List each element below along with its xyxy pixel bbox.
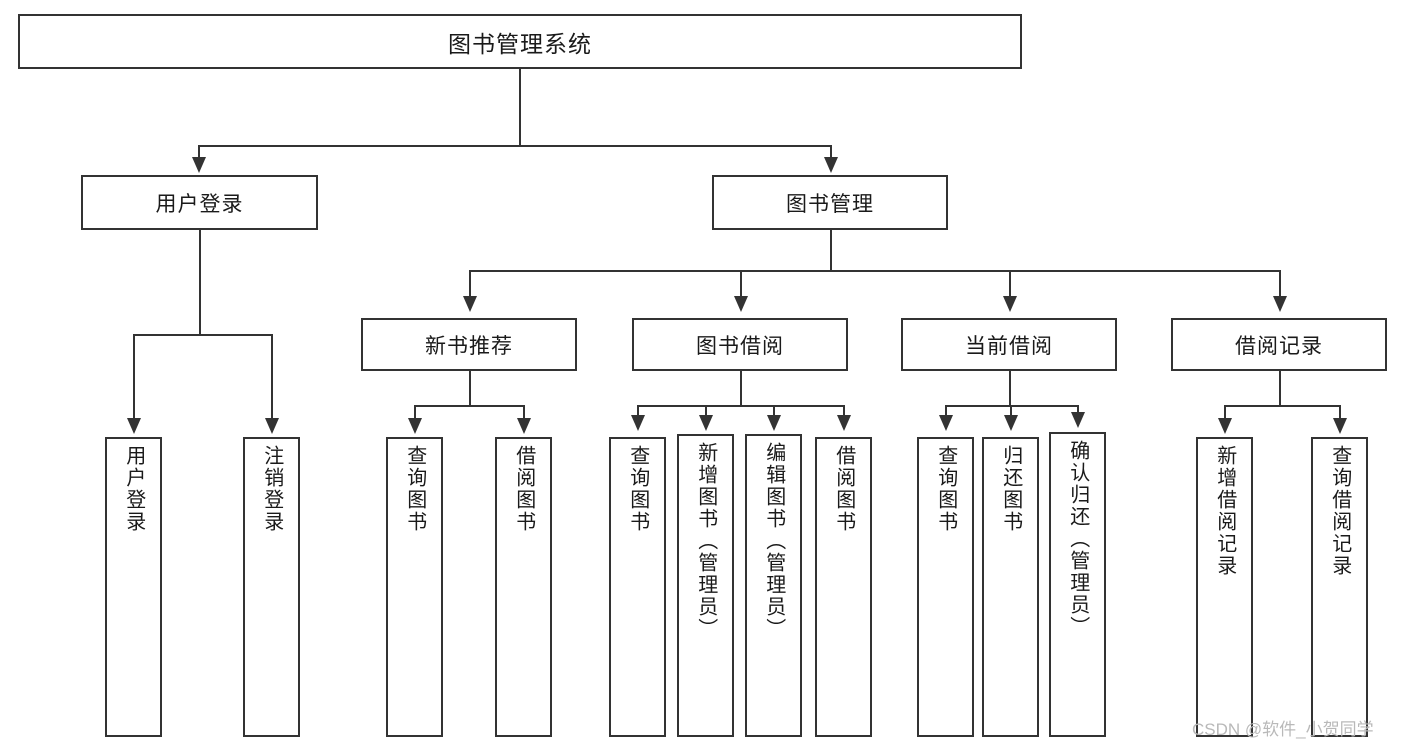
connector-user-login-leaf2 bbox=[271, 334, 273, 424]
arrow-current-borrow-leaf2-icon bbox=[1004, 415, 1018, 431]
arrow-root-to-book-management-icon bbox=[824, 157, 838, 173]
node-borrow-records[interactable]: 借阅记录 bbox=[1171, 318, 1387, 371]
node-current-borrow[interactable]: 当前借阅 bbox=[901, 318, 1117, 371]
connector-bm-to-current-borrow bbox=[1009, 270, 1011, 302]
connector-current-borrow-bus bbox=[945, 405, 1079, 407]
node-new-book-recommend[interactable]: 新书推荐 bbox=[361, 318, 577, 371]
arrow-book-borrow-leaf2-icon bbox=[699, 415, 713, 431]
connector-user-login-trunk bbox=[199, 230, 201, 335]
leaf-label: 确认归还（管理员） bbox=[1066, 440, 1089, 638]
leaf-borrow-records-query-record[interactable]: 查询借阅记录 bbox=[1311, 437, 1368, 737]
leaf-label: 编辑图书（管理员） bbox=[762, 442, 785, 640]
arrow-user-login-leaf2-icon bbox=[265, 418, 279, 434]
leaf-label: 注销登录 bbox=[260, 445, 283, 533]
arrow-bm-to-current-borrow-icon bbox=[1003, 296, 1017, 312]
node-label: 图书管理系统 bbox=[448, 30, 592, 57]
connector-root-bus bbox=[198, 145, 831, 147]
connector-book-borrow-trunk bbox=[740, 371, 742, 407]
connector-root-to-book-management bbox=[830, 145, 832, 163]
leaf-label: 查询图书 bbox=[403, 445, 426, 533]
leaf-label: 借阅图书 bbox=[512, 445, 535, 533]
leaf-label: 用户登录 bbox=[122, 445, 145, 533]
arrow-borrow-records-leaf1-icon bbox=[1218, 418, 1232, 434]
leaf-book-borrow-query-book[interactable]: 查询图书 bbox=[609, 437, 666, 737]
node-label: 图书借阅 bbox=[696, 334, 784, 358]
connector-root-trunk bbox=[519, 69, 521, 145]
node-label: 新书推荐 bbox=[425, 334, 513, 358]
node-root-book-management-system[interactable]: 图书管理系统 bbox=[18, 14, 1022, 69]
node-user-login[interactable]: 用户登录 bbox=[81, 175, 318, 230]
leaf-book-borrow-edit-book-admin[interactable]: 编辑图书（管理员） bbox=[745, 434, 802, 737]
node-label: 当前借阅 bbox=[965, 334, 1053, 358]
leaf-current-borrow-return-book[interactable]: 归还图书 bbox=[982, 437, 1039, 737]
connector-bm-to-new-book bbox=[469, 270, 471, 302]
arrow-user-login-leaf1-icon bbox=[127, 418, 141, 434]
leaf-borrow-records-add-record[interactable]: 新增借阅记录 bbox=[1196, 437, 1253, 737]
connector-new-book-bus bbox=[414, 405, 525, 407]
arrow-borrow-records-leaf2-icon bbox=[1333, 418, 1347, 434]
leaf-new-book-borrow-book[interactable]: 借阅图书 bbox=[495, 437, 552, 737]
connector-new-book-leaf1 bbox=[414, 405, 416, 424]
node-label: 用户登录 bbox=[155, 192, 244, 216]
connector-borrow-records-bus bbox=[1224, 405, 1341, 407]
arrow-current-borrow-leaf1-icon bbox=[939, 415, 953, 431]
arrow-new-book-leaf1-icon bbox=[408, 418, 422, 434]
node-book-management[interactable]: 图书管理 bbox=[712, 175, 948, 230]
connector-borrow-records-trunk bbox=[1279, 371, 1281, 407]
connector-current-borrow-leaf2 bbox=[1010, 405, 1012, 424]
connector-new-book-leaf2 bbox=[523, 405, 525, 424]
connector-user-login-leaf1 bbox=[133, 334, 135, 424]
leaf-label: 查询借阅记录 bbox=[1328, 445, 1351, 577]
leaf-user-login-login[interactable]: 用户登录 bbox=[105, 437, 162, 737]
node-book-borrow[interactable]: 图书借阅 bbox=[632, 318, 848, 371]
leaf-label: 查询图书 bbox=[934, 445, 957, 533]
connector-book-management-trunk bbox=[830, 230, 832, 272]
leaf-current-borrow-query-book[interactable]: 查询图书 bbox=[917, 437, 974, 737]
leaf-new-book-query-book[interactable]: 查询图书 bbox=[386, 437, 443, 737]
connector-borrow-records-leaf2 bbox=[1339, 405, 1341, 424]
arrow-book-borrow-leaf1-icon bbox=[631, 415, 645, 431]
connector-current-borrow-leaf1 bbox=[945, 405, 947, 424]
connector-book-borrow-leaf4 bbox=[843, 405, 845, 424]
arrow-new-book-leaf2-icon bbox=[517, 418, 531, 434]
leaf-current-borrow-confirm-return-admin[interactable]: 确认归还（管理员） bbox=[1049, 432, 1106, 737]
leaf-label: 归还图书 bbox=[999, 445, 1022, 533]
arrow-book-borrow-leaf3-icon bbox=[767, 415, 781, 431]
leaf-book-borrow-borrow-book[interactable]: 借阅图书 bbox=[815, 437, 872, 737]
arrow-bm-to-new-book-icon bbox=[463, 296, 477, 312]
connector-borrow-records-leaf1 bbox=[1224, 405, 1226, 424]
arrow-bm-to-book-borrow-icon bbox=[734, 296, 748, 312]
leaf-user-login-logout[interactable]: 注销登录 bbox=[243, 437, 300, 737]
arrow-root-to-user-login-icon bbox=[192, 157, 206, 173]
connector-book-borrow-leaf1 bbox=[637, 405, 639, 424]
leaf-label: 查询图书 bbox=[626, 445, 649, 533]
connector-bm-to-book-borrow bbox=[740, 270, 742, 302]
connector-book-borrow-leaf2 bbox=[705, 405, 707, 424]
connector-book-management-bus bbox=[469, 270, 1281, 272]
node-label: 图书管理 bbox=[786, 192, 874, 216]
arrow-book-borrow-leaf4-icon bbox=[837, 415, 851, 431]
connector-current-borrow-trunk bbox=[1009, 371, 1011, 407]
leaf-label: 借阅图书 bbox=[832, 445, 855, 533]
node-label: 借阅记录 bbox=[1235, 334, 1323, 358]
connector-bm-to-borrow-records bbox=[1279, 270, 1281, 302]
arrow-bm-to-borrow-records-icon bbox=[1273, 296, 1287, 312]
leaf-label: 新增借阅记录 bbox=[1213, 445, 1236, 577]
connector-book-borrow-bus bbox=[637, 405, 844, 407]
connector-book-borrow-leaf3 bbox=[773, 405, 775, 424]
leaf-book-borrow-add-book-admin[interactable]: 新增图书（管理员） bbox=[677, 434, 734, 737]
leaf-label: 新增图书（管理员） bbox=[694, 442, 717, 640]
connector-new-book-trunk bbox=[469, 371, 471, 407]
connector-root-to-user-login bbox=[198, 145, 200, 163]
connector-user-login-bus bbox=[133, 334, 273, 336]
arrow-current-borrow-leaf3-icon bbox=[1071, 412, 1085, 428]
